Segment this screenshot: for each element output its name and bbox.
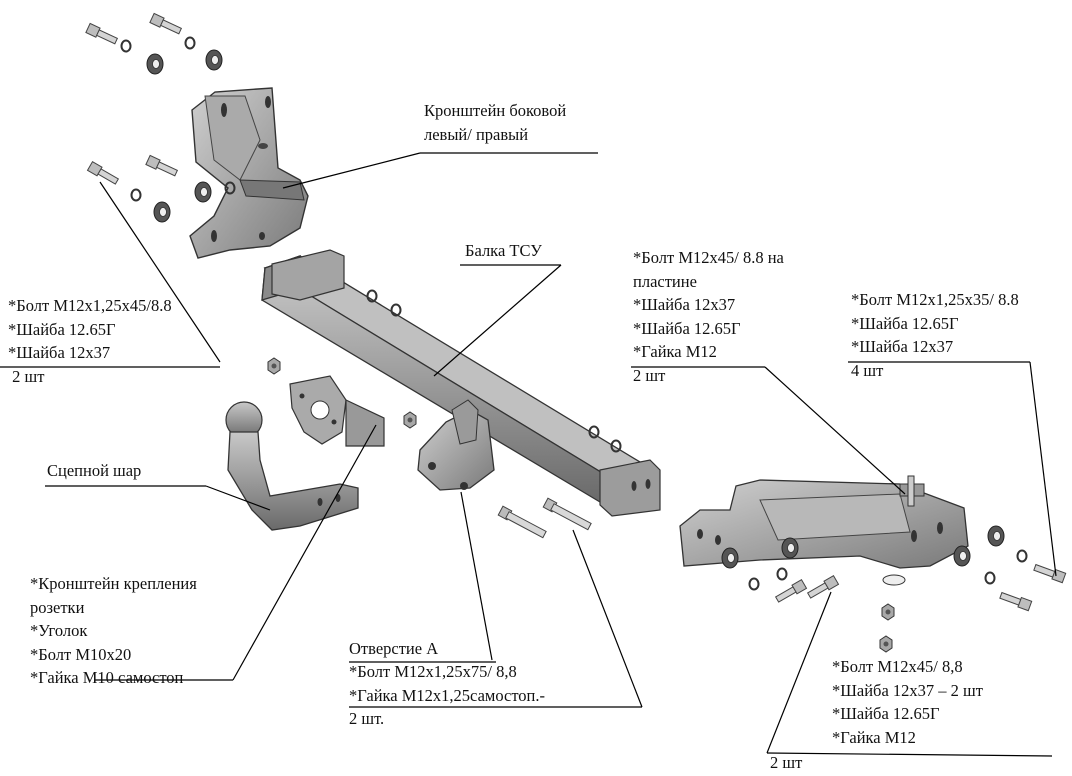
label-line: *Кронштейн крепления xyxy=(30,574,197,593)
socket-bracket-part xyxy=(289,375,385,447)
bolt-icon xyxy=(149,12,183,37)
washer-icon xyxy=(781,537,799,559)
nut-icon xyxy=(267,357,281,375)
bolt-icon xyxy=(774,579,807,605)
bolt-icon xyxy=(998,590,1033,612)
label-line: Балка ТСУ xyxy=(465,241,542,260)
washer-icon xyxy=(153,201,171,223)
right-bracket-part xyxy=(679,475,969,569)
label-bottom-right-bolts: *Болт М12х45/ 8,8 *Шайба 12х37 – 2 шт *Ш… xyxy=(832,655,983,749)
washer-icon xyxy=(882,574,906,586)
label-line: *Болт М12х45/ 8,8 xyxy=(832,657,963,676)
bolt-icon xyxy=(145,154,179,179)
label-line: *Шайба 12.65Г xyxy=(8,319,116,339)
label-line: 2 шт xyxy=(8,366,45,386)
label-line: *Гайка М12х1,25самостоп.- xyxy=(349,685,546,705)
label-line: розетки xyxy=(30,597,85,617)
label-line: Отверстие А xyxy=(349,639,439,658)
washer-icon xyxy=(1016,549,1028,563)
label-line: 2 шт xyxy=(770,753,803,772)
label-line: *Болт М12х1,25х35/ 8.8 xyxy=(851,290,1019,309)
bolt-icon xyxy=(1032,562,1067,584)
label-line: Сцепной шар xyxy=(47,461,142,480)
label-line: *Гайка М10 самостоп xyxy=(30,668,184,687)
label-line: *Болт М12х45/ 8.8 на xyxy=(633,248,784,267)
leader-lines xyxy=(0,152,1057,757)
label-line: 4 шт xyxy=(851,360,884,380)
label-right-bolts: *Болт М12х1,25х35/ 8.8 *Шайба 12.65Г *Ша… xyxy=(851,288,1019,382)
washer-icon xyxy=(987,525,1005,547)
label-line: *Шайба 12.65Г xyxy=(851,313,959,333)
side-bracket-part xyxy=(189,87,309,259)
label-line: *Шайба 12х37 – 2 шт xyxy=(832,680,983,700)
label-hole-a-bolts: *Болт М12х1,25х75/ 8,8 *Гайка М12х1,25са… xyxy=(349,660,545,731)
tow-ball-part xyxy=(225,401,359,531)
washer-icon xyxy=(748,577,760,591)
bolt-icon xyxy=(497,505,547,539)
washer-icon xyxy=(721,547,739,569)
washer-icon xyxy=(184,36,196,50)
label-line: *Шайба 12.65Г xyxy=(832,704,940,723)
label-line: пластине xyxy=(633,271,697,291)
label-hole-a: Отверстие А xyxy=(349,637,438,661)
label-line: *Болт М12х1,25х45/8.8 xyxy=(8,296,172,315)
label-tow-ball: Сцепной шар xyxy=(47,459,141,483)
washer-icon xyxy=(205,49,223,71)
label-line: 2 шт xyxy=(633,365,666,385)
washer-icon xyxy=(146,53,164,75)
label-line: *Шайба 12х37 xyxy=(8,343,111,362)
label-plate-bolts: *Болт М12х45/ 8.8 на пластине *Шайба 12х… xyxy=(633,246,784,387)
washer-icon xyxy=(953,545,971,567)
label-line: *Гайка М12 xyxy=(633,342,717,361)
nut-icon xyxy=(403,411,417,429)
bolt-icon xyxy=(85,22,119,47)
washer-icon xyxy=(130,188,142,202)
label-line: *Гайка М12 xyxy=(832,727,916,747)
label-beam: Балка ТСУ xyxy=(465,239,542,263)
label-line: *Шайба 12.65Г xyxy=(633,318,741,338)
label-line: *Шайба 12х37 xyxy=(851,337,954,356)
label-line: Кронштейн боковой xyxy=(424,101,567,120)
label-bottom-right-qty: 2 шт xyxy=(770,751,802,775)
label-line: левый/ правый xyxy=(424,124,529,144)
label-line: *Уголок xyxy=(30,621,88,640)
nut-icon xyxy=(881,603,895,621)
label-socket-bracket: *Кронштейн крепления розетки *Уголок *Бо… xyxy=(30,572,197,690)
beam-part xyxy=(261,249,661,517)
washer-icon xyxy=(984,571,996,585)
label-line: *Болт М10х20 xyxy=(30,644,132,664)
bolt-icon xyxy=(87,161,120,187)
label-line: *Шайба 12х37 xyxy=(633,295,736,314)
label-line: 2 шт. xyxy=(349,709,385,728)
washer-icon xyxy=(194,181,212,203)
label-line: *Болт М12х1,25х75/ 8,8 xyxy=(349,662,517,681)
label-side-bracket: Кронштейн боковой левый/ правый xyxy=(424,99,566,146)
bolt-icon xyxy=(542,497,592,531)
washer-icon xyxy=(776,567,788,581)
nut-icon xyxy=(879,635,893,653)
label-left-bolts: *Болт М12х1,25х45/8.8 *Шайба 12.65Г *Шай… xyxy=(8,294,172,388)
bolt-icon xyxy=(806,575,839,601)
washer-icon xyxy=(120,39,132,53)
